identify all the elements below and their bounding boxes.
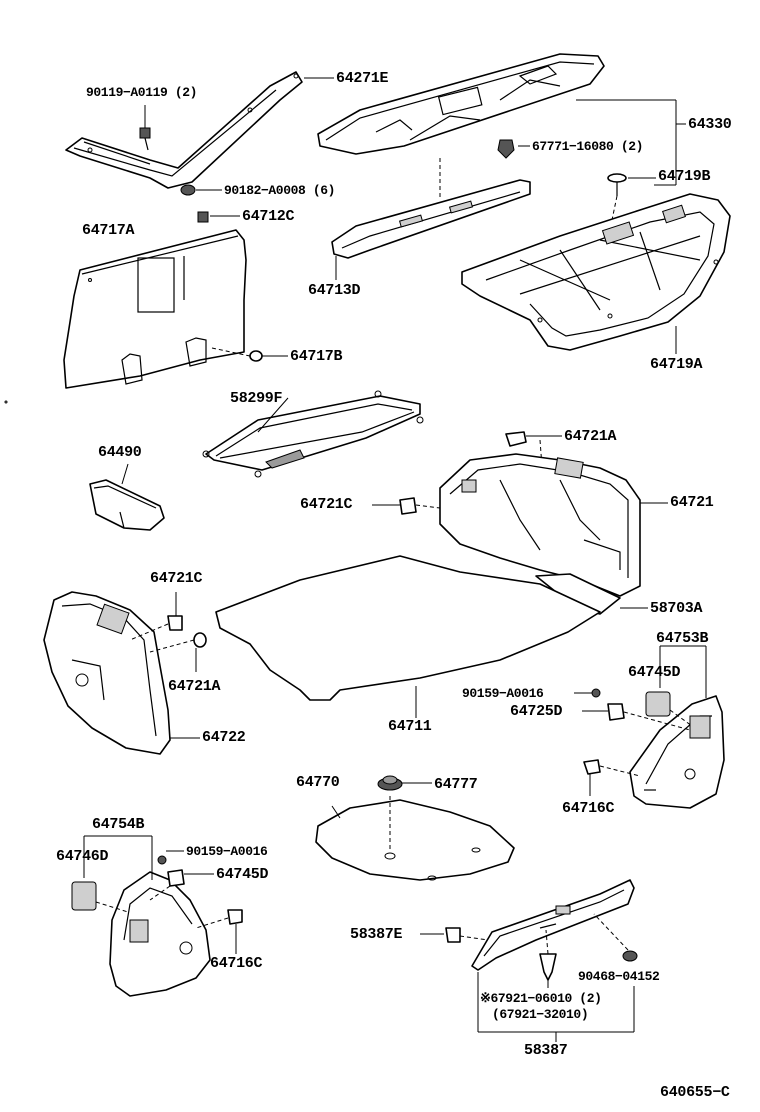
grommet-64777 bbox=[377, 775, 432, 791]
label-64716c-left: 64716C bbox=[210, 955, 263, 972]
label-90159-left: 90159−A0016 bbox=[186, 844, 268, 859]
clip-64721c-left bbox=[129, 592, 183, 641]
label-90468: 90468−04152 bbox=[578, 969, 660, 984]
label-64271e: 64271E bbox=[336, 70, 389, 87]
label-58387e: 58387E bbox=[350, 926, 403, 943]
clip-90468 bbox=[593, 913, 638, 962]
clip-64716c-right bbox=[583, 759, 641, 796]
pad-64746d bbox=[71, 881, 129, 913]
label-64721c-mid: 64721C bbox=[300, 496, 353, 513]
clip-90182 bbox=[180, 184, 222, 196]
mat-64770 bbox=[315, 796, 515, 881]
box-64490 bbox=[89, 479, 165, 531]
clip-64716c-left bbox=[195, 909, 243, 954]
clip-64719b bbox=[607, 173, 656, 221]
clip-90119 bbox=[139, 105, 151, 151]
label-67921-b: (67921−32010) bbox=[492, 1007, 589, 1022]
label-64746d: 64746D bbox=[56, 848, 109, 865]
label-64719a: 64719A bbox=[650, 356, 703, 373]
clip-64721c-mid bbox=[372, 497, 441, 515]
clip-67921 bbox=[539, 929, 557, 988]
package-tray-64330 bbox=[317, 53, 605, 155]
label-64711: 64711 bbox=[388, 718, 432, 735]
side-trim-64722 bbox=[43, 591, 171, 755]
label-64722: 64722 bbox=[202, 729, 246, 746]
label-64777: 64777 bbox=[434, 776, 478, 793]
label-64753b: 64753B bbox=[656, 630, 709, 647]
label-64721a-top: 64721A bbox=[564, 428, 617, 445]
label-64754b: 64754B bbox=[92, 816, 145, 833]
label-64745d-left: 64745D bbox=[216, 866, 269, 883]
floor-mat-64711 bbox=[215, 555, 601, 701]
clip-64721a-left bbox=[149, 632, 207, 672]
rear-trim-64753b bbox=[629, 695, 725, 809]
label-64721c-left: 64721C bbox=[150, 570, 203, 587]
clip-64725d bbox=[582, 703, 691, 731]
label-58299f: 58299F bbox=[230, 390, 283, 407]
diagram-code: 640655−C bbox=[660, 1084, 730, 1101]
label-64712c: 64712C bbox=[242, 208, 295, 225]
clip-64717b bbox=[211, 347, 288, 362]
side-trim-64721 bbox=[439, 453, 641, 597]
pad-64745d-right bbox=[645, 691, 693, 727]
label-64721a-left: 64721A bbox=[168, 678, 221, 695]
clip-58387e bbox=[420, 927, 489, 943]
label-90182: 90182−A0008 (6) bbox=[224, 183, 336, 198]
label-64725d: 64725D bbox=[510, 703, 563, 720]
label-67921-a: ※67921−06010 (2) bbox=[480, 991, 602, 1006]
clip-90159-right bbox=[574, 688, 601, 698]
clip-64745d-left bbox=[149, 869, 214, 901]
label-64713d: 64713D bbox=[308, 282, 361, 299]
label-58387: 58387 bbox=[524, 1042, 568, 1059]
label-58703a: 58703A bbox=[650, 600, 703, 617]
label-64717b: 64717B bbox=[290, 348, 343, 365]
rear-trim-64754b bbox=[109, 871, 211, 997]
label-64745d-right: 64745D bbox=[628, 664, 681, 681]
label-64721: 64721 bbox=[670, 494, 714, 511]
trunk-lid-lining-64719a bbox=[461, 193, 731, 351]
label-64717a: 64717A bbox=[82, 222, 135, 239]
label-64719b: 64719B bbox=[658, 168, 711, 185]
clip-64712c bbox=[197, 211, 240, 223]
label-90159-right: 90159−A0016 bbox=[462, 686, 544, 701]
label-90119: 90119−A0119 (2) bbox=[86, 85, 198, 100]
net-58299f bbox=[202, 390, 424, 478]
clip-67771 bbox=[497, 139, 530, 159]
clip-90159-left bbox=[157, 850, 184, 865]
label-64490: 64490 bbox=[98, 444, 142, 461]
bracket-64271e bbox=[65, 71, 303, 189]
board-64717a bbox=[63, 229, 247, 389]
sill-plate-58387 bbox=[471, 879, 635, 971]
label-64330: 64330 bbox=[688, 116, 732, 133]
label-64716c-right: 64716C bbox=[562, 800, 615, 817]
label-64770: 64770 bbox=[296, 774, 340, 791]
strip-64713d bbox=[331, 179, 531, 259]
label-67771: 67771−16080 (2) bbox=[532, 139, 644, 154]
